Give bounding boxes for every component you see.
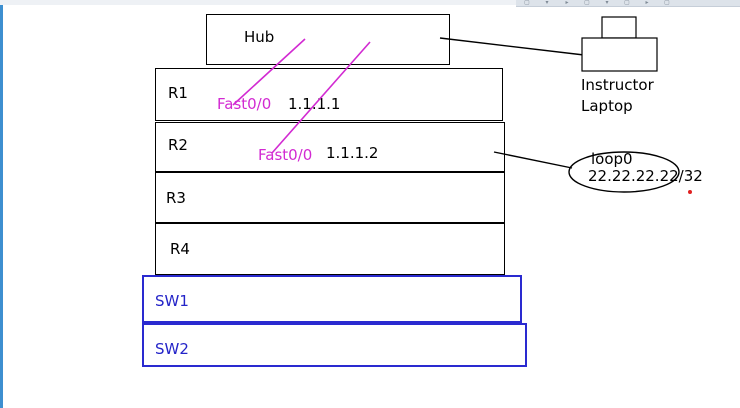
hub-to-laptop-link [439,37,585,56]
red-marker-dot [688,190,692,194]
toolbar-icon[interactable]: ▸ [645,0,649,6]
toolbar-icon[interactable]: ▸ [565,0,569,6]
router-box-r2 [155,122,505,172]
toolbar-icon[interactable]: ▾ [605,0,609,6]
r2-interface-label: Fast0/0 [258,146,313,164]
r2-to-hub-link [271,41,371,154]
laptop-label: Instructor Laptop [581,75,654,117]
loopback-name: loop0 [591,150,633,168]
switch-box-sw2 [142,323,527,367]
router-label-r1: R1 [168,84,188,102]
loopback-address: 22.22.22.22/32 [588,167,703,185]
router-label-r4: R4 [170,240,190,258]
toolbar-icon[interactable]: ▢ [624,0,630,6]
laptop-icon [581,16,658,72]
r1-interface-label: Fast0/0 [217,95,272,113]
switch-label-sw2: SW2 [155,340,189,358]
laptop-label-line2: Laptop [581,97,633,115]
router-box-r1 [155,68,503,121]
toolbar-icon[interactable]: ▢ [524,0,530,6]
router-box-r4 [155,223,505,275]
r1-to-hub-link [232,38,306,106]
router-box-r3 [155,172,505,223]
router-label-r3: R3 [166,189,186,207]
r2-ip-address: 1.1.1.2 [326,144,379,162]
loopback-ellipse [568,151,680,193]
window-top-strip [0,0,740,5]
window-left-edge [0,5,3,408]
window-toolbar: ▢ ▾ ▸ ▢ ▾ ▢ ▸ ▢ [516,0,740,7]
toolbar-icon[interactable]: ▢ [584,0,590,6]
toolbar-icon[interactable]: ▾ [545,0,549,6]
hub-box [206,14,450,65]
laptop-label-line1: Instructor [581,76,654,94]
toolbar-icon[interactable]: ▢ [664,0,670,6]
hub-label: Hub [244,28,275,46]
r2-to-loopback-link [493,151,573,169]
router-label-r2: R2 [168,136,188,154]
switch-label-sw1: SW1 [155,292,189,310]
switch-box-sw1 [142,275,522,323]
